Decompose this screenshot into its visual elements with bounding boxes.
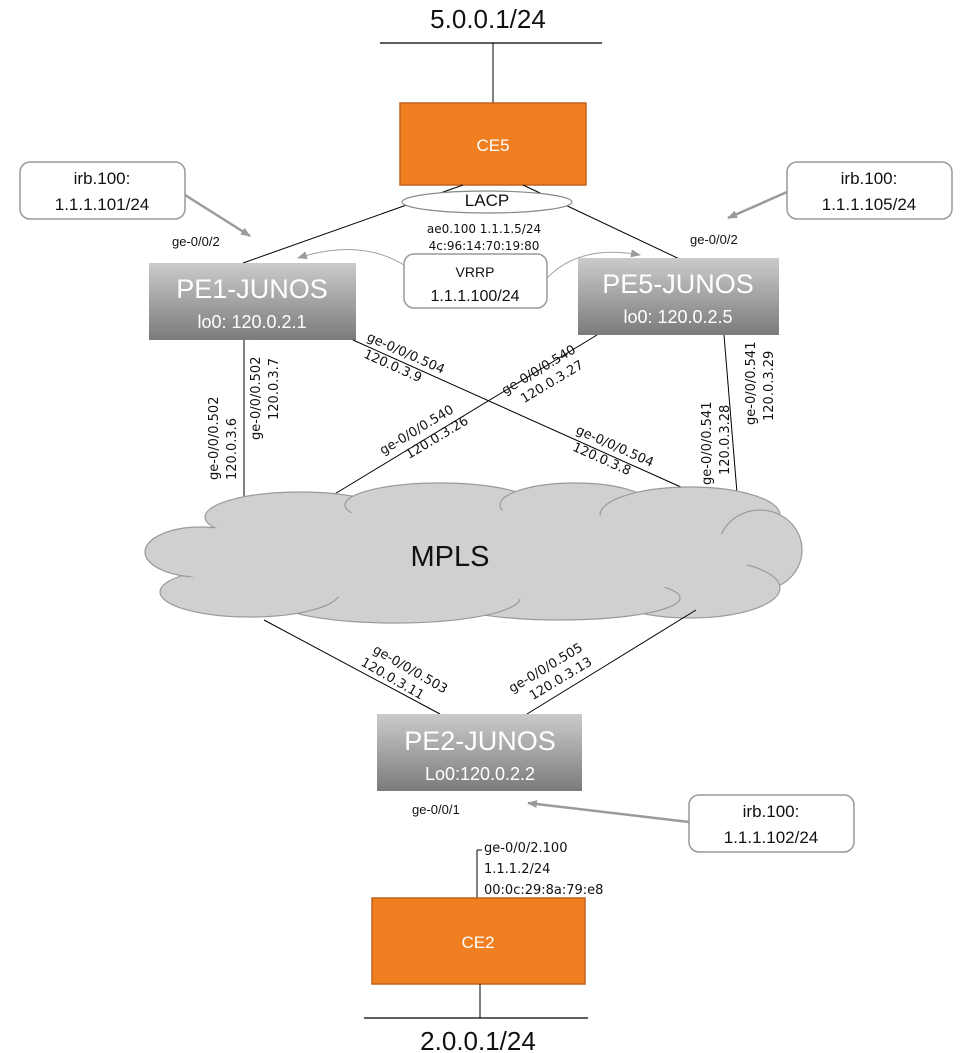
link-pe1-mpls-cross bbox=[352, 339, 684, 489]
link-pe5-mpls-cross bbox=[332, 334, 598, 496]
ce2-mac-label: 00:0c:29:8a:79:e8 bbox=[484, 883, 603, 898]
label-pe5-vertical-a: ge-0/0/0.541 120.0.3.28 bbox=[700, 402, 733, 485]
ae-mac-label: 4c:96:14:70:19:80 bbox=[429, 239, 540, 253]
pe1-name: PE1-JUNOS bbox=[176, 274, 328, 304]
link-mpls-pe2-left bbox=[263, 619, 441, 715]
label-pe1-vertical-a: ge-0/0/0.502 120.0.3.6 bbox=[207, 397, 240, 480]
bottom-network-label: 2.0.0.1/24 bbox=[420, 1026, 536, 1053]
vrrp-arrow-to-pe1 bbox=[297, 249, 405, 266]
svg-text:120.0.3.6: 120.0.3.6 bbox=[225, 418, 240, 480]
svg-text:120.0.3.29: 120.0.3.29 bbox=[762, 351, 777, 421]
link-mpls-pe2-right bbox=[526, 609, 697, 715]
pe2-port-ge001: ge-0/0/1 bbox=[412, 802, 460, 817]
label-pe1-vertical-b: ge-0/0/0.502 120.0.3.7 bbox=[249, 357, 282, 440]
label-pe1-cross-b: ge-0/0/0.504 120.0.3.8 bbox=[570, 423, 656, 479]
svg-text:ge-0/0/0.541: ge-0/0/0.541 bbox=[744, 342, 759, 425]
irb-pe1-title: irb.100: bbox=[74, 169, 131, 188]
ce2-label: CE2 bbox=[461, 933, 494, 952]
label-pe5-cross-a: ge-0/0/0.540 120.0.3.27 bbox=[499, 343, 586, 407]
pe5-name: PE5-JUNOS bbox=[602, 269, 754, 299]
ce2-router[interactable] bbox=[371, 897, 586, 985]
svg-text:ge-0/0/0.502: ge-0/0/0.502 bbox=[249, 357, 264, 440]
pe5-router[interactable] bbox=[578, 258, 779, 335]
label-pe2-left: ge-0/0/0.503 120.0.3.11 bbox=[358, 642, 450, 703]
ce5-router[interactable] bbox=[399, 102, 587, 186]
mpls-cloud bbox=[144, 482, 803, 624]
mpls-label: MPLS bbox=[411, 541, 490, 573]
svg-text:ge-0/0/0.502: ge-0/0/0.502 bbox=[207, 397, 222, 480]
pe1-loopback: lo0: 120.0.2.1 bbox=[197, 312, 306, 332]
label-pe2-right: ge-0/0/0.505 120.0.3.13 bbox=[506, 641, 595, 704]
top-network-label: 5.0.0.1/24 bbox=[430, 4, 546, 34]
lacp-label: LACP bbox=[465, 191, 509, 210]
irb-pe1-address: 1.1.1.101/24 bbox=[55, 195, 150, 214]
irb-pe5-address: 1.1.1.105/24 bbox=[822, 195, 917, 214]
ce2-ip-label: 1.1.1.2/24 bbox=[484, 862, 550, 877]
lacp-bundle bbox=[401, 190, 573, 214]
link-pe5-mpls-vertical bbox=[723, 334, 739, 506]
pe2-name: PE2-JUNOS bbox=[404, 726, 556, 756]
irb-pe2-box bbox=[688, 794, 855, 853]
label-pe5-cross-b: ge-0/0/0.540 120.0.3.26 bbox=[377, 403, 471, 463]
pe5-loopback: lo0: 120.0.2.5 bbox=[623, 307, 732, 327]
svg-text:ge-0/0/0.541: ge-0/0/0.541 bbox=[700, 402, 715, 485]
vrrp-title: VRRP bbox=[456, 264, 495, 280]
irb-pe1-box bbox=[19, 161, 186, 220]
vrrp-arrow-to-pe5 bbox=[546, 249, 641, 279]
ce5-label: CE5 bbox=[476, 136, 509, 155]
irb-pe5-box bbox=[786, 161, 953, 220]
pe1-port-ge002: ge-0/0/2 bbox=[172, 234, 220, 249]
pe2-loopback: Lo0:120.0.2.2 bbox=[425, 764, 535, 784]
vrrp-address: 1.1.1.100/24 bbox=[431, 288, 520, 305]
pe5-port-ge002: ge-0/0/2 bbox=[690, 232, 738, 247]
irb-pe2-arrow bbox=[527, 800, 690, 824]
irb-pe5-title: irb.100: bbox=[841, 169, 898, 188]
irb-pe2-title: irb.100: bbox=[743, 802, 800, 821]
pe1-router[interactable] bbox=[149, 263, 356, 340]
svg-text:120.0.3.28: 120.0.3.28 bbox=[718, 405, 733, 475]
ce2-interface-label: ge-0/0/2.100 bbox=[484, 841, 567, 856]
vrrp-box bbox=[403, 253, 548, 309]
ae-interface-label: ae0.100 1.1.1.5/24 bbox=[427, 222, 541, 236]
label-pe5-vertical-b: ge-0/0/0.541 120.0.3.29 bbox=[744, 342, 777, 425]
irb-pe5-arrow bbox=[727, 190, 788, 220]
irb-pe2-address: 1.1.1.102/24 bbox=[724, 828, 819, 847]
svg-text:120.0.3.7: 120.0.3.7 bbox=[267, 358, 282, 420]
pe2-router[interactable] bbox=[377, 714, 582, 791]
irb-pe1-arrow bbox=[184, 193, 251, 238]
